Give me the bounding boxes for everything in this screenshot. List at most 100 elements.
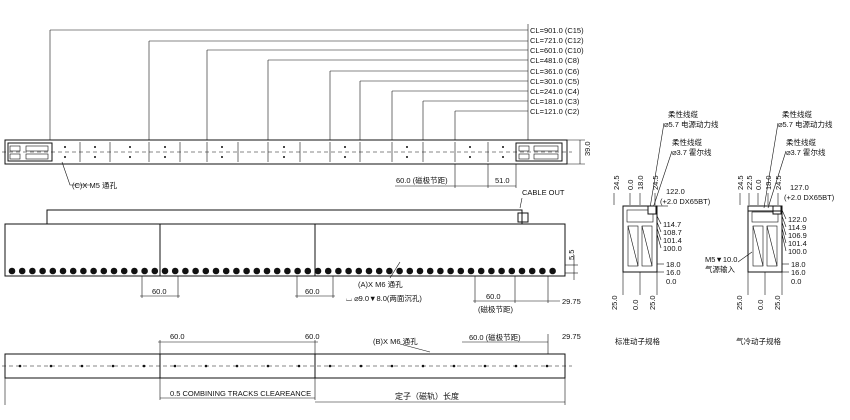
side-magnet-row bbox=[8, 267, 556, 275]
track-hole bbox=[483, 364, 487, 368]
track-top-view: 60.0 60.0 (B)X M6 通孔 60.0 (磁极节距) 29.75 0… bbox=[2, 332, 581, 405]
magnet-dot bbox=[171, 267, 179, 275]
magnet-dot bbox=[192, 267, 199, 275]
mover-hole-note: (C)X M5 通孔 bbox=[72, 180, 117, 190]
cl-label-c10: CL=601.0 (C10) bbox=[530, 46, 584, 55]
magnet-dot bbox=[8, 267, 16, 275]
magnet-dot bbox=[375, 267, 383, 275]
side-pitch-a: 60.0 bbox=[152, 287, 167, 296]
std-caption: 标准动子规格 bbox=[615, 336, 660, 346]
track-hole bbox=[359, 364, 363, 368]
air-height-2: (+2.0 DX65BT) bbox=[784, 193, 835, 202]
side-gap-dim: 5.5 bbox=[567, 250, 576, 260]
magnet-dot bbox=[80, 267, 87, 275]
track-hole bbox=[545, 364, 549, 368]
cl-label-c5: CL=301.0 (C5) bbox=[530, 77, 580, 86]
std-height-2: (+2.0 DX65BT) bbox=[660, 197, 711, 206]
air-top-dim-1: 24.5 bbox=[736, 175, 745, 190]
magnet-dot bbox=[518, 267, 526, 275]
magnet-dot bbox=[161, 267, 169, 275]
magnet-dot bbox=[29, 267, 36, 275]
track-hole bbox=[328, 364, 332, 368]
track-pitch-b: 60.0 bbox=[305, 332, 320, 341]
std-height-1: 122.0 bbox=[666, 187, 685, 196]
magnet-dot bbox=[477, 267, 485, 275]
std-top-dim-3: 18.0 bbox=[636, 175, 645, 190]
magnet-dot bbox=[59, 267, 67, 275]
air-mover-section: 柔性线缆 ⌀5.7 电源动力线 柔性线缆 ⌀3.7 霍尔线 24.5 22.5 … bbox=[705, 109, 835, 346]
track-hole bbox=[80, 364, 84, 368]
track-hole-note: (B)X M6 通孔 bbox=[373, 336, 418, 346]
air-bottom-dim-3: 25.0 bbox=[773, 295, 782, 310]
std-cable-label-2: ⌀5.7 电源动力线 bbox=[664, 119, 719, 129]
mover-height-dim: 39.0 bbox=[583, 141, 592, 156]
magnet-dot bbox=[416, 267, 424, 275]
air-caption: 气冷动子规格 bbox=[736, 336, 781, 346]
track-clearance-note: 0.5 COMBINING TRACKS CLEAREANCE bbox=[170, 389, 311, 398]
track-hole bbox=[452, 364, 456, 368]
std-lower-dim-3: 0.0 bbox=[666, 277, 676, 286]
side-pitch-dim: 60.0 bbox=[486, 292, 501, 301]
magnet-dot bbox=[233, 267, 240, 275]
cl-label-c3: CL=181.0 (C3) bbox=[530, 97, 580, 106]
air-inlet-note-2: 气源输入 bbox=[705, 264, 735, 274]
magnet-dot bbox=[324, 267, 332, 275]
side-hole-note: (A)X M6 通孔 bbox=[358, 279, 403, 289]
magnet-dot bbox=[528, 267, 536, 275]
air-bottom-dim-1: 25.0 bbox=[735, 295, 744, 310]
cl-label-c15: CL=901.0 (C15) bbox=[530, 26, 584, 35]
std-cable-label-1: 柔性线缆 bbox=[668, 109, 698, 119]
air-right-dim-5: 100.0 bbox=[788, 247, 807, 256]
air-cable-label-1: 柔性线缆 bbox=[782, 109, 812, 119]
magnet-dot bbox=[467, 267, 475, 275]
magnet-dot bbox=[182, 267, 189, 275]
air-right-dim-2: 114.9 bbox=[788, 223, 806, 232]
track-hole-row bbox=[18, 364, 549, 368]
magnet-dot bbox=[539, 267, 546, 275]
air-lower-dim-1: 18.0 bbox=[791, 260, 806, 269]
track-hole bbox=[266, 364, 270, 368]
magnet-dot bbox=[131, 267, 138, 275]
track-hole bbox=[18, 364, 22, 368]
track-hole bbox=[390, 364, 394, 368]
air-right-dim-4: 101.4 bbox=[788, 239, 807, 248]
magnet-dot bbox=[426, 267, 434, 275]
cl-label-c2: CL=121.0 (C2) bbox=[530, 107, 580, 116]
magnet-dot bbox=[212, 267, 220, 275]
std-mover-section: 柔性线缆 ⌀5.7 电源动力线 柔性线缆 ⌀3.7 霍尔线 24.5 0.0 1… bbox=[610, 109, 719, 346]
track-length-note: 定子（磁轨）长度 bbox=[395, 391, 459, 401]
magnet-dot bbox=[304, 267, 312, 275]
magnet-dot bbox=[508, 267, 516, 275]
cl-label-c8: CL=481.0 (C8) bbox=[530, 56, 580, 65]
magnet-dot bbox=[273, 267, 281, 275]
magnet-dot bbox=[457, 267, 465, 275]
std-right-dim-2: 108.7 bbox=[663, 228, 682, 237]
magnet-dot bbox=[386, 267, 393, 275]
magnet-dot bbox=[39, 267, 46, 275]
std-right-dim-4: 100.0 bbox=[663, 244, 682, 253]
magnet-dot bbox=[406, 267, 414, 275]
cl-label-c12: CL=721.0 (C12) bbox=[530, 36, 584, 45]
std-right-dim-3: 101.4 bbox=[663, 236, 682, 245]
air-right-dim-3: 106.9 bbox=[788, 231, 807, 240]
side-end-dim: 29.75 bbox=[562, 297, 581, 306]
magnet-dot bbox=[263, 267, 271, 275]
magnet-dot bbox=[222, 267, 230, 275]
magnet-dot bbox=[243, 267, 250, 275]
magnet-dot bbox=[284, 267, 291, 275]
track-hole bbox=[421, 364, 425, 368]
air-top-dim-2: 22.5 bbox=[745, 175, 754, 190]
std-bottom-dim-3: 25.0 bbox=[648, 295, 657, 310]
cable-out-label: CABLE OUT bbox=[522, 188, 565, 197]
track-hole bbox=[514, 364, 518, 368]
mover-side-view: 5.5 60.0 60.0 (A)X M6 通孔 ⌴ ⌀9.0▼8.0(两面沉孔… bbox=[4, 209, 581, 314]
std-top-dim-2: 0.0 bbox=[626, 180, 635, 190]
magnet-dot bbox=[151, 267, 159, 275]
mover-top-view: 39.0 (C)X M5 通孔 60.0 (磁极节距) 51.0 CABLE O… bbox=[2, 139, 592, 209]
magnet-dot bbox=[110, 267, 118, 275]
magnet-dot bbox=[396, 267, 403, 275]
magnet-dot bbox=[447, 267, 454, 275]
magnet-dot bbox=[90, 267, 97, 275]
magnet-dot bbox=[294, 267, 301, 275]
std-lower-dim-2: 16.0 bbox=[666, 268, 681, 277]
